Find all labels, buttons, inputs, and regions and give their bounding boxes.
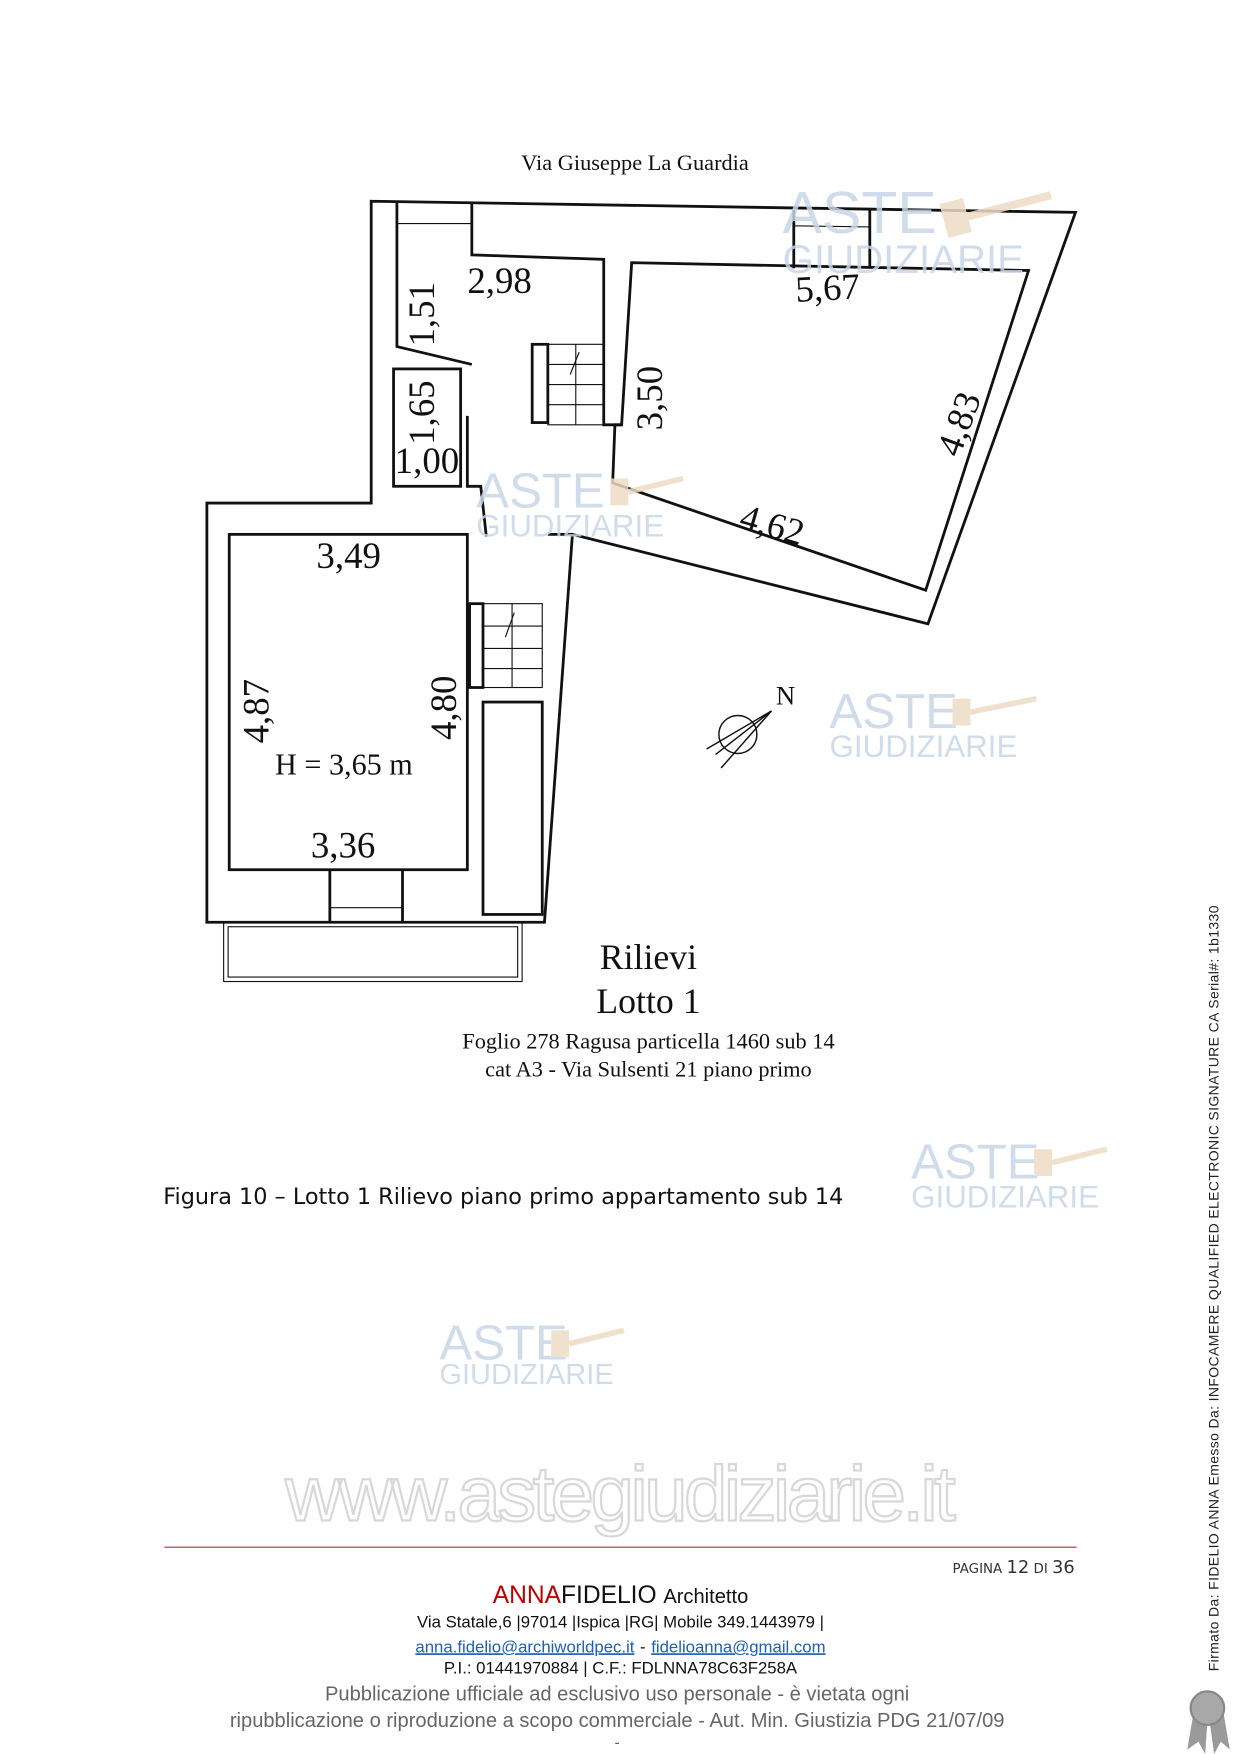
dim-567: 5,67 (794, 266, 861, 310)
dim-480: 4,80 (423, 676, 464, 741)
plan-cadastral: Foglio 278 Ragusa particella 1460 sub 14 (462, 1029, 834, 1054)
stairs-upper (530, 342, 550, 424)
dim-165: 1,65 (401, 380, 442, 445)
corridor-walls (395, 201, 473, 366)
aste-watermark-logo: ASTE GIUDIZIARIE (830, 684, 1037, 764)
signature-seal-icon (1187, 1690, 1230, 1754)
stairs-lower (468, 602, 485, 689)
street-label: Via Giuseppe La Guardia (521, 150, 749, 175)
plan-address: cat A3 - Via Sulsenti 21 piano primo (485, 1057, 812, 1082)
dim-298: 2,98 (467, 260, 532, 301)
footer-dash: - (615, 1734, 620, 1751)
tax-ids: P.I.: 01441970884 | C.F.: FDLNNA78C63F25… (444, 1659, 798, 1678)
svg-text:ASTE: ASTE (911, 1134, 1039, 1189)
floor-plan: Via Giuseppe La Guardia 2, (205, 150, 1078, 1082)
svg-text:GIUDIZIARIE: GIUDIZIARIE (911, 1179, 1099, 1214)
footer-block: ANNAFIDELIO Architetto Via Statale,6 |970… (230, 1582, 1005, 1751)
aste-watermark-logo: ASTE GIUDIZIARIE (476, 464, 684, 544)
digital-signature-text: Firmato Da: FIDELIO ANNA Emesso Da: INFO… (1206, 905, 1222, 1671)
dim-100: 1,00 (395, 440, 460, 481)
aste-watermark-logo: ASTE GIUDIZIARIE (439, 1315, 625, 1391)
svg-text:ASTE: ASTE (783, 180, 937, 246)
bathroom (392, 367, 463, 488)
figure-caption: Figura 10 – Lotto 1 Rilievo piano primo … (163, 1184, 843, 1210)
author-role: Architetto (663, 1586, 748, 1608)
svg-text:anna.fidelio@archiworldpec.it-: anna.fidelio@archiworldpec.it-fidelioann… (415, 1637, 825, 1656)
author-first: ANNA (493, 1582, 562, 1609)
balcony (223, 225, 870, 983)
svg-text:GIUDIZIARIE: GIUDIZIARIE (783, 237, 1024, 282)
outer-wall (205, 199, 1078, 924)
dim-487: 4,87 (235, 679, 276, 744)
plan-title: Rilievi (600, 937, 697, 977)
svg-text:PAGINA 12 DI 36: PAGINA 12 DI 36 (953, 1557, 1075, 1578)
page-number: PAGINA 12 DI 36 (953, 1557, 1075, 1578)
stairs-lower-steps (482, 603, 543, 689)
author-address: Via Statale,6 |97014 |Ispica |RG| Mobile… (417, 1613, 824, 1632)
email-pec-link[interactable]: anna.fidelio@archiworldpec.it (415, 1637, 634, 1656)
dim-151: 1,51 (401, 282, 442, 347)
publication-notice-1: Pubblicazione ufficiale ad esclusivo uso… (325, 1683, 909, 1705)
height-label: H = 3,65 m (275, 748, 413, 782)
svg-text:GIUDIZIARIE: GIUDIZIARIE (830, 729, 1018, 764)
site-watermark: www.astegiudiziarie.it (284, 1449, 956, 1537)
dim-462: 4,62 (736, 496, 809, 553)
email-gmail-link[interactable]: fidelioanna@gmail.com (651, 1637, 825, 1656)
author-last: FIDELIO (561, 1582, 657, 1609)
dim-349: 3,49 (316, 535, 381, 576)
aste-watermark-logo: ASTE GIUDIZIARIE (783, 180, 1052, 282)
publication-notice-2: ripubblicazione o riproduzione a scopo c… (230, 1710, 1005, 1732)
north-label: N (776, 680, 795, 710)
dim-350: 3,50 (629, 366, 670, 431)
svg-text:ASTE: ASTE (476, 464, 604, 519)
svg-text:GIUDIZIARIE: GIUDIZIARIE (439, 1359, 613, 1391)
dim-483: 4,83 (928, 386, 989, 461)
north-arrow-icon: N (706, 680, 795, 769)
dim-336: 3,36 (311, 824, 376, 865)
plan-subtitle: Lotto 1 (596, 981, 700, 1021)
room-lower-left (227, 532, 469, 872)
stairs-upper-steps (547, 343, 605, 426)
svg-text:ASTE: ASTE (830, 684, 958, 739)
svg-text:ASTE: ASTE (439, 1315, 567, 1370)
svg-text:GIUDIZIARIE: GIUDIZIARIE (476, 509, 664, 544)
watermark-logos: ASTE GIUDIZIARIE ASTE GIUDIZIARIE ASTE G… (439, 180, 1108, 1391)
aste-watermark-logo: ASTE GIUDIZIARIE (911, 1134, 1108, 1214)
